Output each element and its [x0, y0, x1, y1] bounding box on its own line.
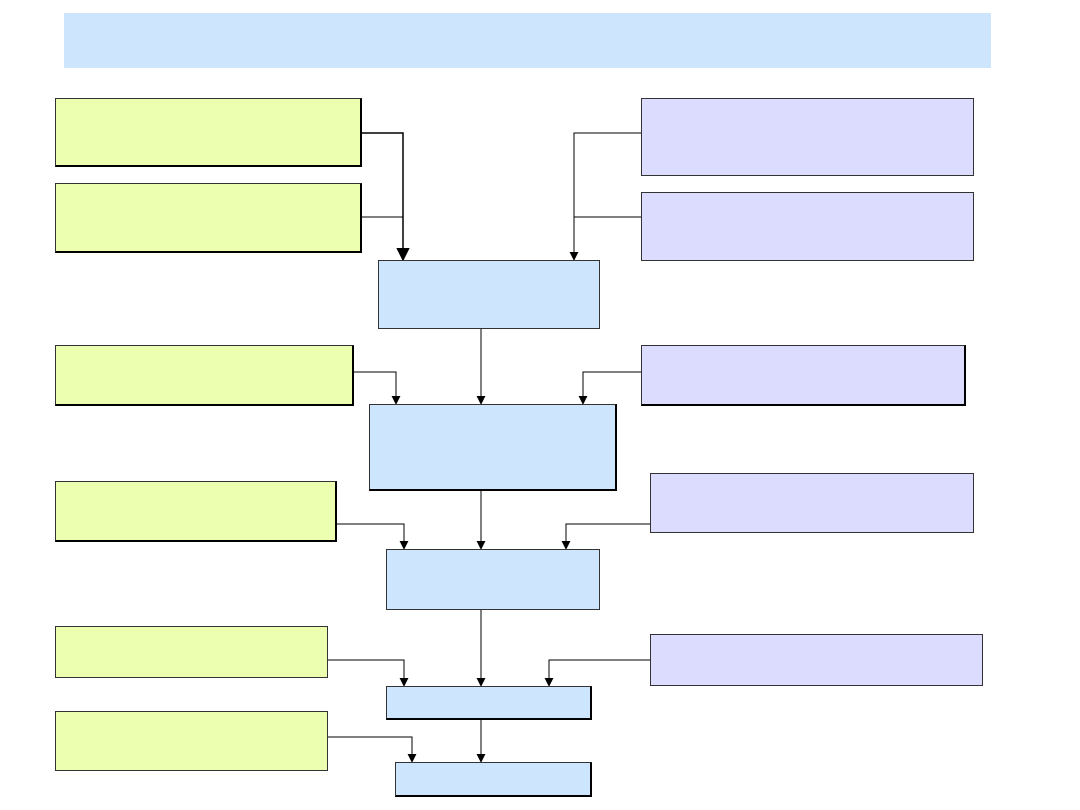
left-box-4: [55, 481, 337, 542]
left-box-5: [55, 626, 328, 678]
edge-right-4-to-center-3: [561, 523, 650, 550]
right-box-2: [641, 192, 974, 261]
center-box-2: [369, 404, 617, 491]
edge-left-4-to-center-3: [336, 523, 409, 550]
left-box-6: [55, 711, 328, 771]
edge-left-5-to-center-4: [328, 659, 409, 687]
edge-right-1-to-center-1: [569, 132, 642, 261]
center-box-1: [378, 260, 600, 329]
edge-left-1-to-center-1: [362, 132, 410, 262]
right-box-5: [650, 634, 983, 686]
edge-left-6-to-center-5: [328, 736, 417, 763]
center-box-3: [386, 549, 600, 610]
left-box-1: [55, 98, 362, 167]
left-box-2: [55, 183, 362, 253]
center-box-5: [395, 762, 592, 797]
edge-left-3-to-center-2: [353, 371, 401, 405]
right-box-3: [641, 345, 966, 406]
right-box-4: [650, 473, 974, 533]
edge-right-5-to-center-4: [544, 659, 650, 687]
center-box-4: [386, 686, 592, 720]
edge-right-3-to-center-2: [578, 371, 642, 405]
right-box-1: [641, 98, 974, 176]
title-banner: [64, 13, 991, 68]
left-box-3: [55, 345, 354, 406]
